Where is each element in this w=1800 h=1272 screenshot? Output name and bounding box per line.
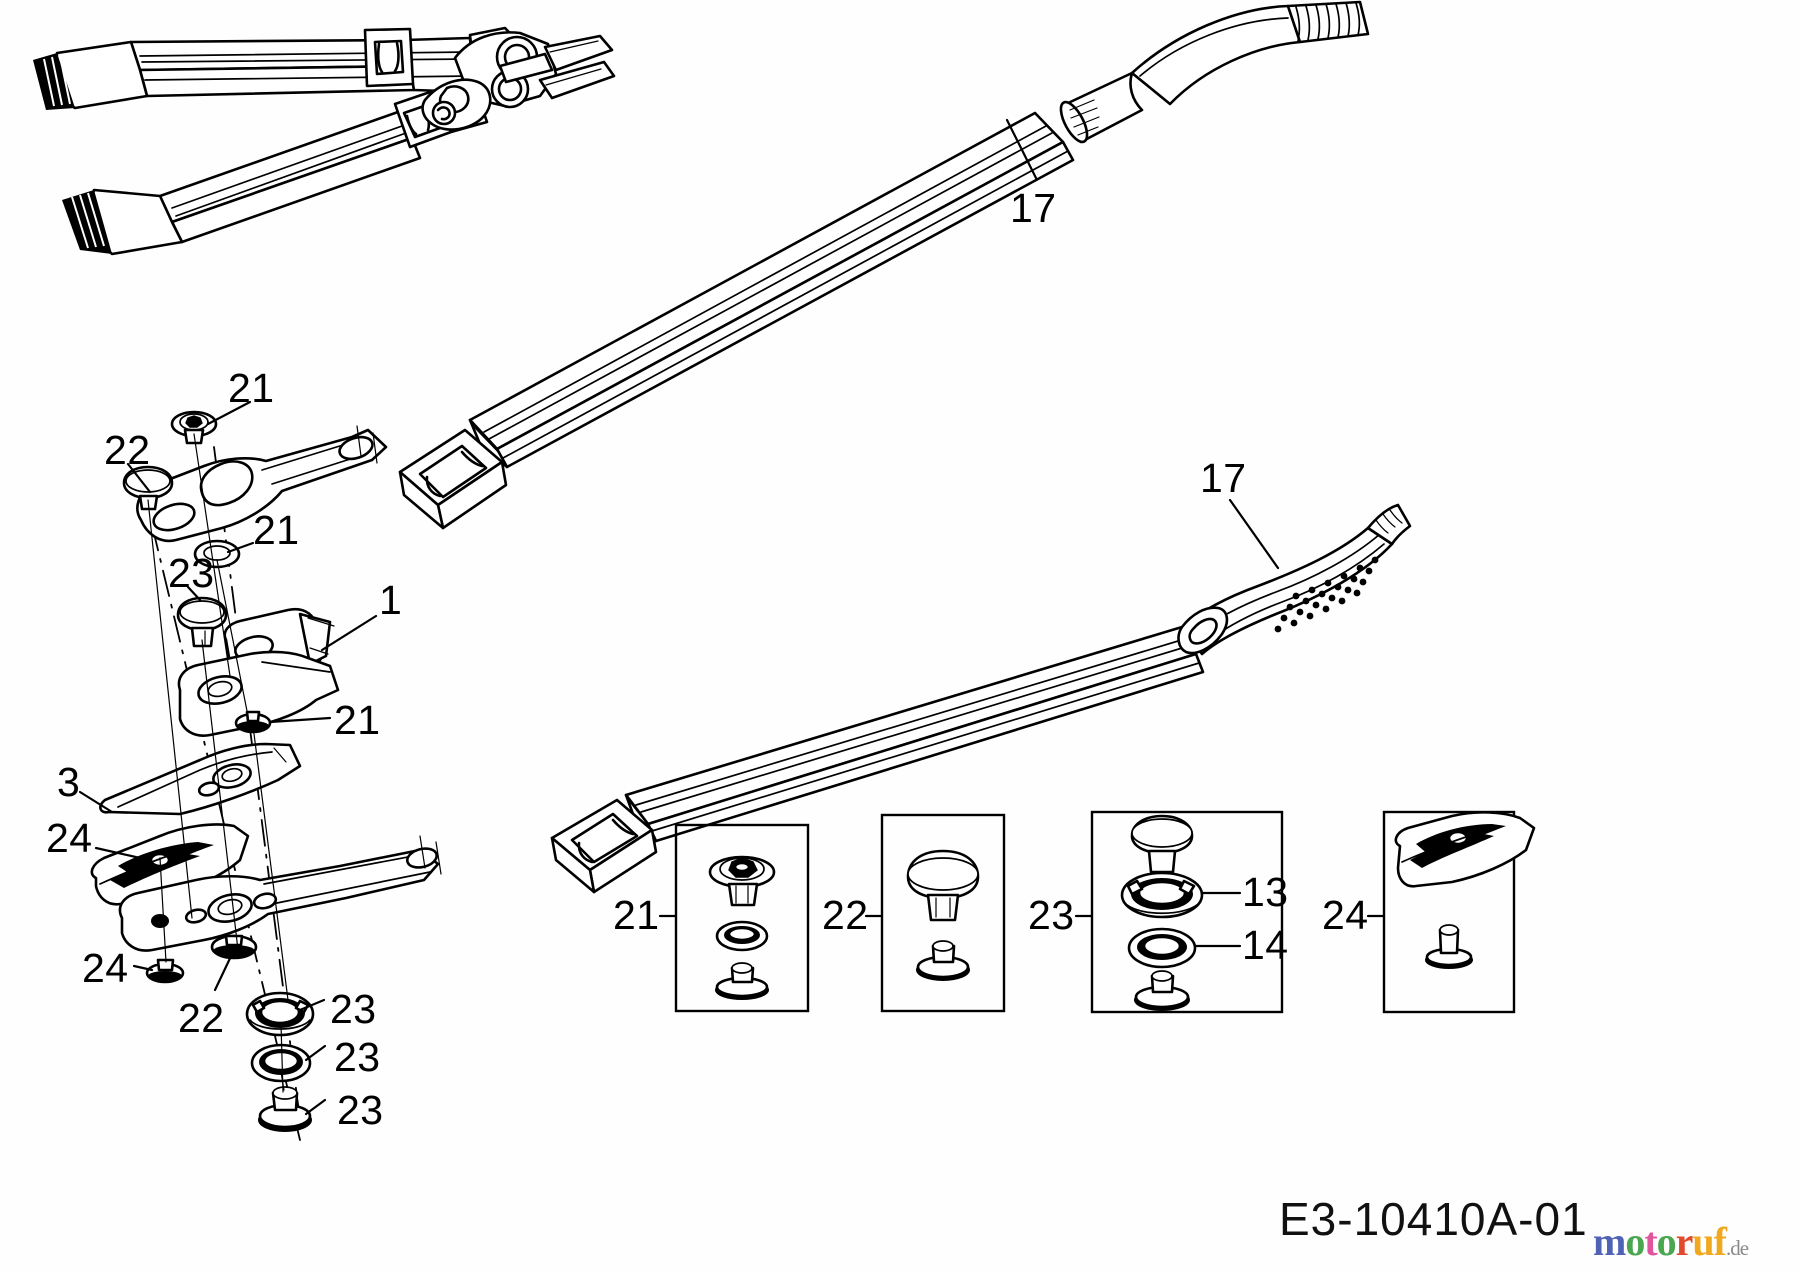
watermark-letter: m (1593, 1219, 1626, 1264)
inset-box-23 (1074, 810, 1284, 1014)
inset-label-22: 22 (822, 892, 869, 938)
collar-bushing-23 (258, 1086, 312, 1132)
lopper-cutting-head (421, 26, 616, 131)
detail-inset-boxes (658, 810, 1536, 1014)
inset-box-22 (864, 813, 1006, 1013)
site-watermark: motoruf.de (1593, 1218, 1749, 1265)
lopper-assembly-overview (33, 26, 616, 256)
callout-21-third: 21 (334, 697, 381, 743)
callout-23-ring14: 23 (334, 1034, 381, 1080)
callout-24-pad: 24 (46, 815, 93, 861)
callout-23-bushing: 23 (337, 1087, 384, 1133)
lower-link-arm (118, 835, 442, 952)
callout-23-ring13: 23 (330, 986, 377, 1032)
blade-3 (99, 742, 302, 816)
washer-ring-21 (193, 539, 241, 569)
inset-box-21 (658, 823, 810, 1013)
watermark-suffix: .de (1726, 1236, 1749, 1260)
callout-23-upper: 23 (168, 550, 215, 596)
inset-sublabel-14: 14 (1242, 922, 1289, 968)
watermark-letter: r (1675, 1219, 1694, 1264)
watermark-letter: u (1692, 1219, 1714, 1264)
upper-link-arm (136, 425, 388, 543)
rivet-pin-24 (145, 958, 185, 984)
torx-screw-top (170, 410, 218, 445)
callout-17-mid: 17 (1200, 455, 1247, 501)
diagram-part-number: E3-10410A-01 (1279, 1193, 1588, 1245)
callout-22-lower: 22 (178, 995, 225, 1041)
bushing-plug-23 (176, 596, 228, 648)
ergonomic-grip (1177, 503, 1412, 656)
lower-tube-clamp (550, 798, 658, 894)
toothed-ring-13 (245, 991, 315, 1037)
grip-dot-texture (1274, 556, 1379, 633)
callout-21-upper: 21 (228, 365, 275, 411)
callout-22-upper: 22 (104, 427, 151, 473)
inset-label-23: 23 (1028, 892, 1075, 938)
inset-label-24: 24 (1322, 892, 1369, 938)
upper-handle-tube-17 (398, 0, 1370, 530)
tube-end-cap (1059, 0, 1370, 144)
callout-1-bracket: 1 (379, 577, 403, 623)
mid-link-arm (177, 650, 340, 737)
watermark-letter: o (1625, 1219, 1645, 1264)
dome-cap-22-lower (210, 934, 258, 960)
callout-24-pin: 24 (82, 945, 129, 991)
lopper-upper-arm (33, 27, 476, 110)
callout-3-blade: 3 (57, 759, 81, 805)
spacer-ring-14 (250, 1043, 312, 1083)
inset-sublabel-13: 13 (1242, 869, 1289, 915)
inset-box-24 (1366, 810, 1536, 1014)
lower-handle-tube-17 (550, 503, 1412, 894)
upper-tube-clamp (398, 428, 508, 530)
callout-21-second: 21 (253, 507, 300, 553)
callout-17-top: 17 (1010, 185, 1057, 231)
callout-leaders (78, 118, 1280, 1116)
exploded-hinge-stack (90, 410, 442, 1141)
watermark-letter: f (1713, 1219, 1727, 1264)
inset-label-21: 21 (613, 892, 660, 938)
watermark-letter: t (1644, 1219, 1657, 1264)
watermark-letter: o (1656, 1219, 1677, 1264)
